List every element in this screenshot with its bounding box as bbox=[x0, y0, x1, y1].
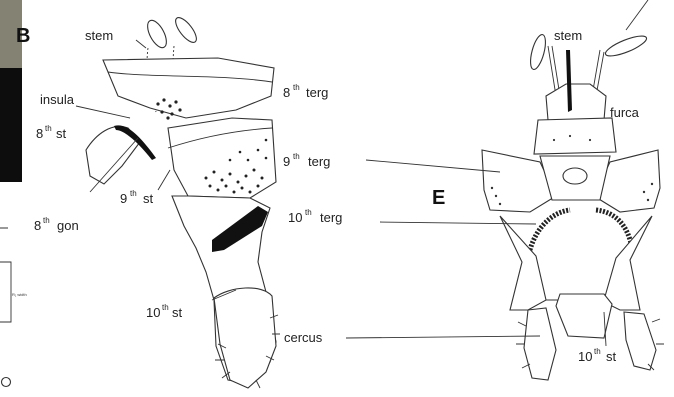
panel-letter-b: B bbox=[16, 25, 30, 47]
label-9th-st-word: st bbox=[143, 191, 154, 206]
fragment-circle bbox=[2, 378, 11, 387]
label-9th-st-num: 9 bbox=[120, 191, 127, 206]
label-b-stem: stem bbox=[85, 28, 113, 43]
label-e-10th-st-word: st bbox=[606, 349, 617, 364]
panel-b-specimen bbox=[86, 14, 280, 388]
label-e-10th-st-num: 10 bbox=[578, 349, 592, 364]
label-9th-terg-num: 9 bbox=[283, 154, 290, 169]
label-b-10th-st: 10 th st bbox=[146, 303, 183, 320]
leader-9th-st bbox=[158, 170, 170, 190]
label-8th-terg: 8 th terg bbox=[283, 83, 328, 100]
b-cercus bbox=[214, 288, 276, 388]
label-8th-gon-sup: th bbox=[43, 216, 50, 225]
label-10th-terg-sup: th bbox=[305, 208, 312, 217]
label-cercus: cercus bbox=[284, 330, 323, 345]
label-8th-st-sup: th bbox=[45, 124, 52, 133]
leader-10th-terg bbox=[380, 222, 536, 224]
label-b-10th-st-word: st bbox=[172, 305, 183, 320]
leader-cercus bbox=[346, 336, 540, 338]
label-8th-gon: 8 th gon bbox=[34, 216, 79, 233]
label-9th-terg-sup: th bbox=[293, 152, 300, 161]
label-e-10th-st: 10 th st bbox=[578, 347, 617, 364]
label-8th-gon-num: 8 bbox=[34, 218, 41, 233]
leader-b-stem bbox=[136, 40, 146, 48]
panel-e-specimen bbox=[482, 0, 664, 380]
e-cercus-right bbox=[624, 312, 656, 370]
e-stem-tip-left bbox=[528, 33, 549, 71]
b-tergite-8 bbox=[103, 58, 274, 118]
left-fragment: R₁ width bbox=[0, 0, 27, 387]
label-10th-terg: 10 th terg bbox=[288, 208, 342, 225]
label-9th-st-sup: th bbox=[130, 189, 137, 198]
label-8th-terg-word: terg bbox=[306, 85, 328, 100]
label-9th-terg: 9 th terg bbox=[283, 152, 330, 169]
leader-insula bbox=[76, 106, 130, 118]
e-center-oval bbox=[563, 168, 587, 184]
label-insula: insula bbox=[40, 92, 75, 107]
e-top-leader bbox=[626, 0, 648, 30]
label-b-10th-st-sup: th bbox=[162, 303, 169, 312]
e-stem-tip-right bbox=[603, 32, 648, 60]
label-8th-gon-word: gon bbox=[57, 218, 79, 233]
b-tergite-9 bbox=[168, 118, 276, 198]
fragment-width-label: R₁ width bbox=[12, 292, 27, 297]
label-9th-terg-word: terg bbox=[308, 154, 330, 169]
e-tergite-10-right bbox=[596, 210, 632, 248]
b-stem-tip-right bbox=[172, 14, 200, 45]
label-10th-terg-word: terg bbox=[320, 210, 342, 225]
label-b-10th-st-num: 10 bbox=[146, 305, 160, 320]
label-8th-terg-num: 8 bbox=[283, 85, 290, 100]
label-8th-terg-sup: th bbox=[293, 83, 300, 92]
e-sternite-10 bbox=[556, 294, 612, 338]
fragment-frame bbox=[0, 228, 11, 322]
b-stem-tip-left bbox=[144, 17, 170, 50]
label-8th-st-num: 8 bbox=[36, 126, 43, 141]
label-e-stem: stem bbox=[554, 28, 582, 43]
label-8th-st: 8 th st bbox=[36, 124, 67, 141]
leader-9th-terg bbox=[366, 160, 500, 172]
panel-letter-e: E bbox=[432, 187, 445, 209]
label-e-10th-st-sup: th bbox=[594, 347, 601, 356]
label-8th-st-word: st bbox=[56, 126, 67, 141]
e-cercus-left bbox=[524, 308, 556, 380]
label-9th-st: 9 th st bbox=[120, 189, 154, 206]
label-furca: furca bbox=[610, 105, 640, 120]
e-furca bbox=[534, 118, 616, 154]
label-10th-terg-num: 10 bbox=[288, 210, 302, 225]
e-tergite-10-left bbox=[530, 210, 570, 250]
